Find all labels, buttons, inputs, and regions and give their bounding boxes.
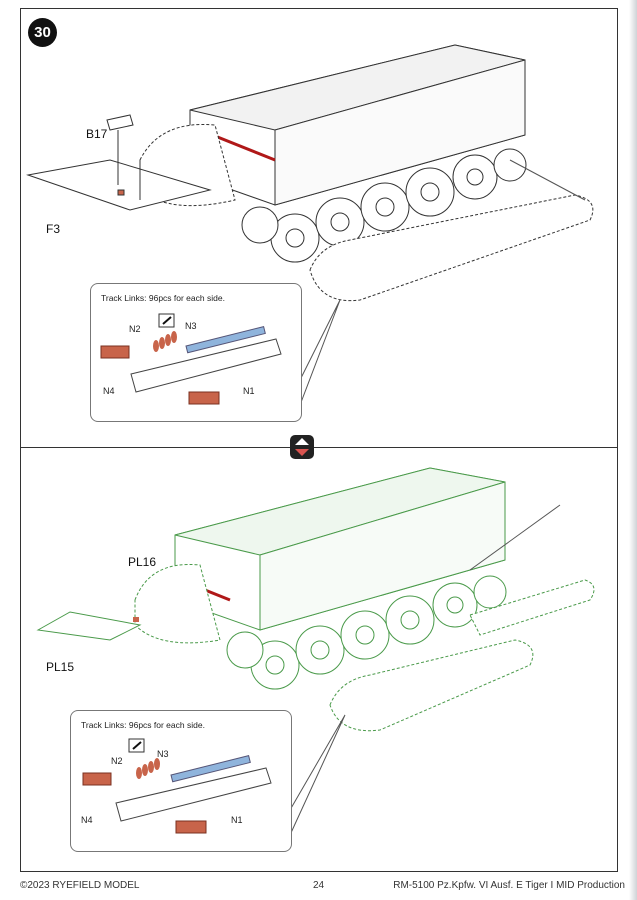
panel-divider: [20, 447, 618, 448]
part-f3-plate: [26, 159, 212, 211]
label-pl16: PL16: [128, 555, 157, 569]
callout-title: Track Links: 96pcs for each side.: [81, 720, 205, 730]
label-n2: N2: [129, 324, 141, 334]
part-pl15-plate: [36, 611, 142, 641]
page-frame: [20, 8, 618, 872]
label-n1: N1: [243, 386, 255, 396]
callout-leader-top: [299, 299, 341, 406]
tank-hull-drawing-top: [139, 44, 594, 302]
step-number-badge: 30: [28, 18, 57, 47]
label-f3: F3: [46, 222, 61, 236]
part-b17: [106, 114, 141, 200]
tank-hull-drawing-bottom: [134, 467, 595, 732]
label-n3: N3: [157, 749, 169, 759]
label-n4: N4: [81, 815, 93, 825]
arrow-line: [469, 504, 561, 571]
label-n4: N4: [103, 386, 115, 396]
label-n1: N1: [231, 815, 243, 825]
track-links-callout-top: Track Links: 96pcs for each side. N2 N3 …: [90, 283, 302, 422]
track-links-diagram: [82, 738, 272, 834]
callout-title: Track Links: 96pcs for each side.: [101, 293, 225, 303]
label-pl15: PL15: [46, 660, 75, 674]
page-edge-shadow: [629, 0, 637, 900]
track-links-diagram: [100, 313, 282, 405]
swap-arrows-icon: [290, 435, 314, 459]
footer-page-number: 24: [313, 880, 325, 891]
track-links-callout-bottom: Track Links: 96pcs for each side. N2 N3 …: [70, 710, 292, 852]
label-n3: N3: [185, 321, 197, 331]
footer-product: RM-5100 Pz.Kpfw. VI Ausf. E Tiger I MID …: [393, 880, 625, 891]
callout-leader-bottom: [289, 714, 346, 836]
footer-copyright: ©2023 RYEFIELD MODEL: [20, 880, 140, 891]
label-n2: N2: [111, 756, 123, 766]
label-b17: B17: [86, 127, 108, 141]
